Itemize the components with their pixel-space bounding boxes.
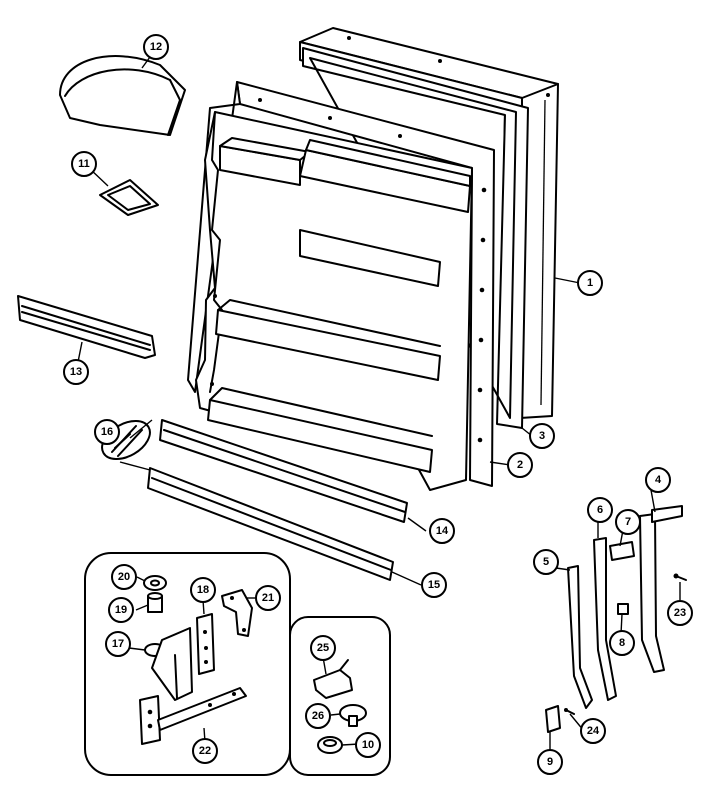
handle-trim-6 xyxy=(593,537,617,701)
svg-text:21: 21 xyxy=(262,592,274,604)
callout-2: 2 xyxy=(507,452,533,478)
screw-23 xyxy=(673,573,687,581)
bottom-strip xyxy=(147,467,394,581)
callout-19: 19 xyxy=(108,597,134,623)
callout-11: 11 xyxy=(71,151,97,177)
svg-text:7: 7 xyxy=(625,516,631,528)
svg-text:14: 14 xyxy=(436,525,449,537)
svg-text:18: 18 xyxy=(197,584,209,596)
callout-12: 12 xyxy=(143,34,169,60)
hinge-plate xyxy=(196,613,215,675)
svg-text:19: 19 xyxy=(115,604,127,616)
handle-trim-4 xyxy=(639,505,683,673)
door-liner xyxy=(187,81,495,491)
svg-text:24: 24 xyxy=(587,725,600,737)
svg-text:25: 25 xyxy=(317,642,329,654)
svg-text:17: 17 xyxy=(112,638,124,650)
spacer-8 xyxy=(617,603,629,615)
svg-text:6: 6 xyxy=(597,504,603,516)
svg-text:4: 4 xyxy=(655,474,662,486)
callout-5: 5 xyxy=(533,549,559,575)
callout-13: 13 xyxy=(63,359,89,385)
button xyxy=(339,704,367,727)
svg-text:23: 23 xyxy=(674,607,686,619)
shelf-rail xyxy=(17,295,156,359)
callout-20: 20 xyxy=(111,564,137,590)
dairy-door xyxy=(59,55,186,136)
callout-22: 22 xyxy=(192,738,218,764)
callout-6: 6 xyxy=(587,497,613,523)
tray xyxy=(99,179,159,216)
svg-text:13: 13 xyxy=(70,366,82,378)
svg-text:9: 9 xyxy=(547,756,553,768)
bracket xyxy=(221,589,253,637)
callout-18: 18 xyxy=(190,577,216,603)
callout-16: 16 xyxy=(94,419,120,445)
callout-3: 3 xyxy=(529,423,555,449)
callout-8: 8 xyxy=(609,630,635,656)
leader-lines xyxy=(77,56,681,752)
svg-text:26: 26 xyxy=(312,710,324,722)
svg-text:16: 16 xyxy=(101,426,113,438)
top-hinge xyxy=(144,627,193,701)
callout-26: 26 xyxy=(305,703,331,729)
callout-10: 10 xyxy=(355,732,381,758)
callout-23: 23 xyxy=(667,600,693,626)
cap xyxy=(317,736,343,754)
svg-text:1: 1 xyxy=(587,277,593,289)
svg-text:22: 22 xyxy=(199,745,211,757)
svg-text:5: 5 xyxy=(543,556,549,568)
screw-24 xyxy=(564,708,575,715)
callout-25: 25 xyxy=(310,635,336,661)
washer xyxy=(143,575,167,591)
svg-text:2: 2 xyxy=(517,459,523,471)
bottom-hinge xyxy=(139,687,247,745)
svg-text:10: 10 xyxy=(362,739,374,751)
svg-text:15: 15 xyxy=(428,579,440,591)
svg-text:8: 8 xyxy=(619,637,625,649)
handle-trim-5 xyxy=(567,565,593,709)
callout-21: 21 xyxy=(255,585,281,611)
callout-15: 15 xyxy=(421,572,447,598)
svg-text:3: 3 xyxy=(539,430,545,442)
callout-24: 24 xyxy=(580,718,606,744)
callout-7: 7 xyxy=(615,509,641,535)
clip-7 xyxy=(609,541,635,561)
callout-4: 4 xyxy=(645,467,671,493)
svg-text:20: 20 xyxy=(118,571,130,583)
lower-strip xyxy=(159,419,408,523)
callout-17: 17 xyxy=(105,631,131,657)
bushing xyxy=(147,592,163,613)
svg-text:12: 12 xyxy=(150,41,162,53)
end-cap-9 xyxy=(545,705,561,733)
cam-bracket xyxy=(313,659,353,699)
hardware-kit-box xyxy=(289,616,391,776)
callout-9: 9 xyxy=(537,749,563,775)
svg-text:11: 11 xyxy=(78,158,90,170)
callout-1: 1 xyxy=(577,270,603,296)
callout-14: 14 xyxy=(429,518,455,544)
